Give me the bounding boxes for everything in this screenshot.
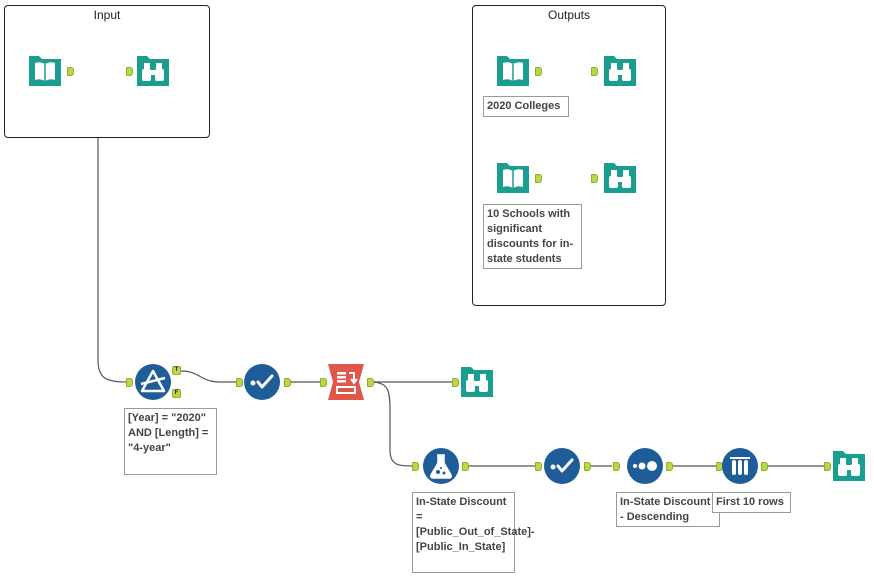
select-tool[interactable] [544, 448, 580, 484]
formula-tool[interactable] [423, 448, 459, 484]
input-anchor[interactable] [126, 67, 133, 76]
book-icon [29, 56, 61, 86]
output-anchor[interactable] [284, 378, 291, 387]
browse-tool[interactable] [135, 53, 171, 89]
output-anchor[interactable] [462, 462, 469, 471]
input-anchor[interactable] [412, 462, 419, 471]
crosstab-tool[interactable] [328, 364, 364, 400]
sort-tool[interactable] [627, 448, 663, 484]
annotation-2020-colleges: 2020 Colleges [483, 96, 569, 117]
transpose-icon [328, 364, 364, 400]
input-anchor[interactable] [824, 462, 831, 471]
sample-tool[interactable] [722, 448, 758, 484]
input-data-tool[interactable] [495, 160, 531, 196]
test-tubes-icon [722, 448, 758, 484]
binoculars-icon [833, 451, 865, 481]
input-data-tool[interactable] [27, 53, 63, 89]
input-anchor[interactable] [613, 462, 620, 471]
annotation-first-rows: First 10 rows [712, 492, 791, 513]
book-icon [497, 163, 529, 193]
book-icon [497, 56, 529, 86]
output-anchor[interactable] [666, 462, 673, 471]
input-anchor[interactable] [126, 378, 133, 387]
output-anchor[interactable] [535, 67, 542, 76]
output-anchor[interactable] [761, 462, 768, 471]
browse-tool[interactable] [459, 364, 495, 400]
browse-tool[interactable] [602, 160, 638, 196]
dots-icon [627, 448, 663, 484]
select-tool[interactable] [244, 364, 280, 400]
input-container-title: Input [93, 8, 121, 22]
checkmark-icon [244, 364, 280, 400]
annotation-10-schools: 10 Schools with significant discounts fo… [483, 204, 582, 269]
input-anchor[interactable] [320, 378, 327, 387]
binoculars-icon [604, 56, 636, 86]
output-anchor[interactable] [367, 378, 374, 387]
input-anchor[interactable] [591, 67, 598, 76]
browse-tool[interactable] [602, 53, 638, 89]
checkmark-icon [544, 448, 580, 484]
annotation-sort: In-State Discount - Descending [616, 492, 720, 527]
annotation-filter-expression: [Year] = "2020" AND [Length] = "4-year" [124, 408, 217, 475]
filter-true-anchor[interactable]: T [172, 366, 181, 375]
input-anchor[interactable] [452, 378, 459, 387]
flask-icon [423, 448, 459, 484]
binoculars-icon [604, 163, 636, 193]
annotation-formula-expression: In-State Discount = [Public_Out_of_State… [412, 492, 535, 573]
outputs-container-title: Outputs [547, 8, 591, 22]
filter-icon [135, 364, 171, 400]
filter-tool[interactable] [135, 364, 171, 400]
filter-false-anchor[interactable]: F [172, 389, 181, 398]
output-anchor[interactable] [584, 462, 591, 471]
input-anchor[interactable] [236, 378, 243, 387]
output-anchor[interactable] [67, 67, 74, 76]
input-anchor[interactable] [535, 462, 542, 471]
binoculars-icon [461, 367, 493, 397]
binoculars-icon [137, 56, 169, 86]
input-data-tool[interactable] [495, 53, 531, 89]
browse-tool[interactable] [831, 448, 867, 484]
input-anchor[interactable] [591, 174, 598, 183]
output-anchor[interactable] [535, 174, 542, 183]
